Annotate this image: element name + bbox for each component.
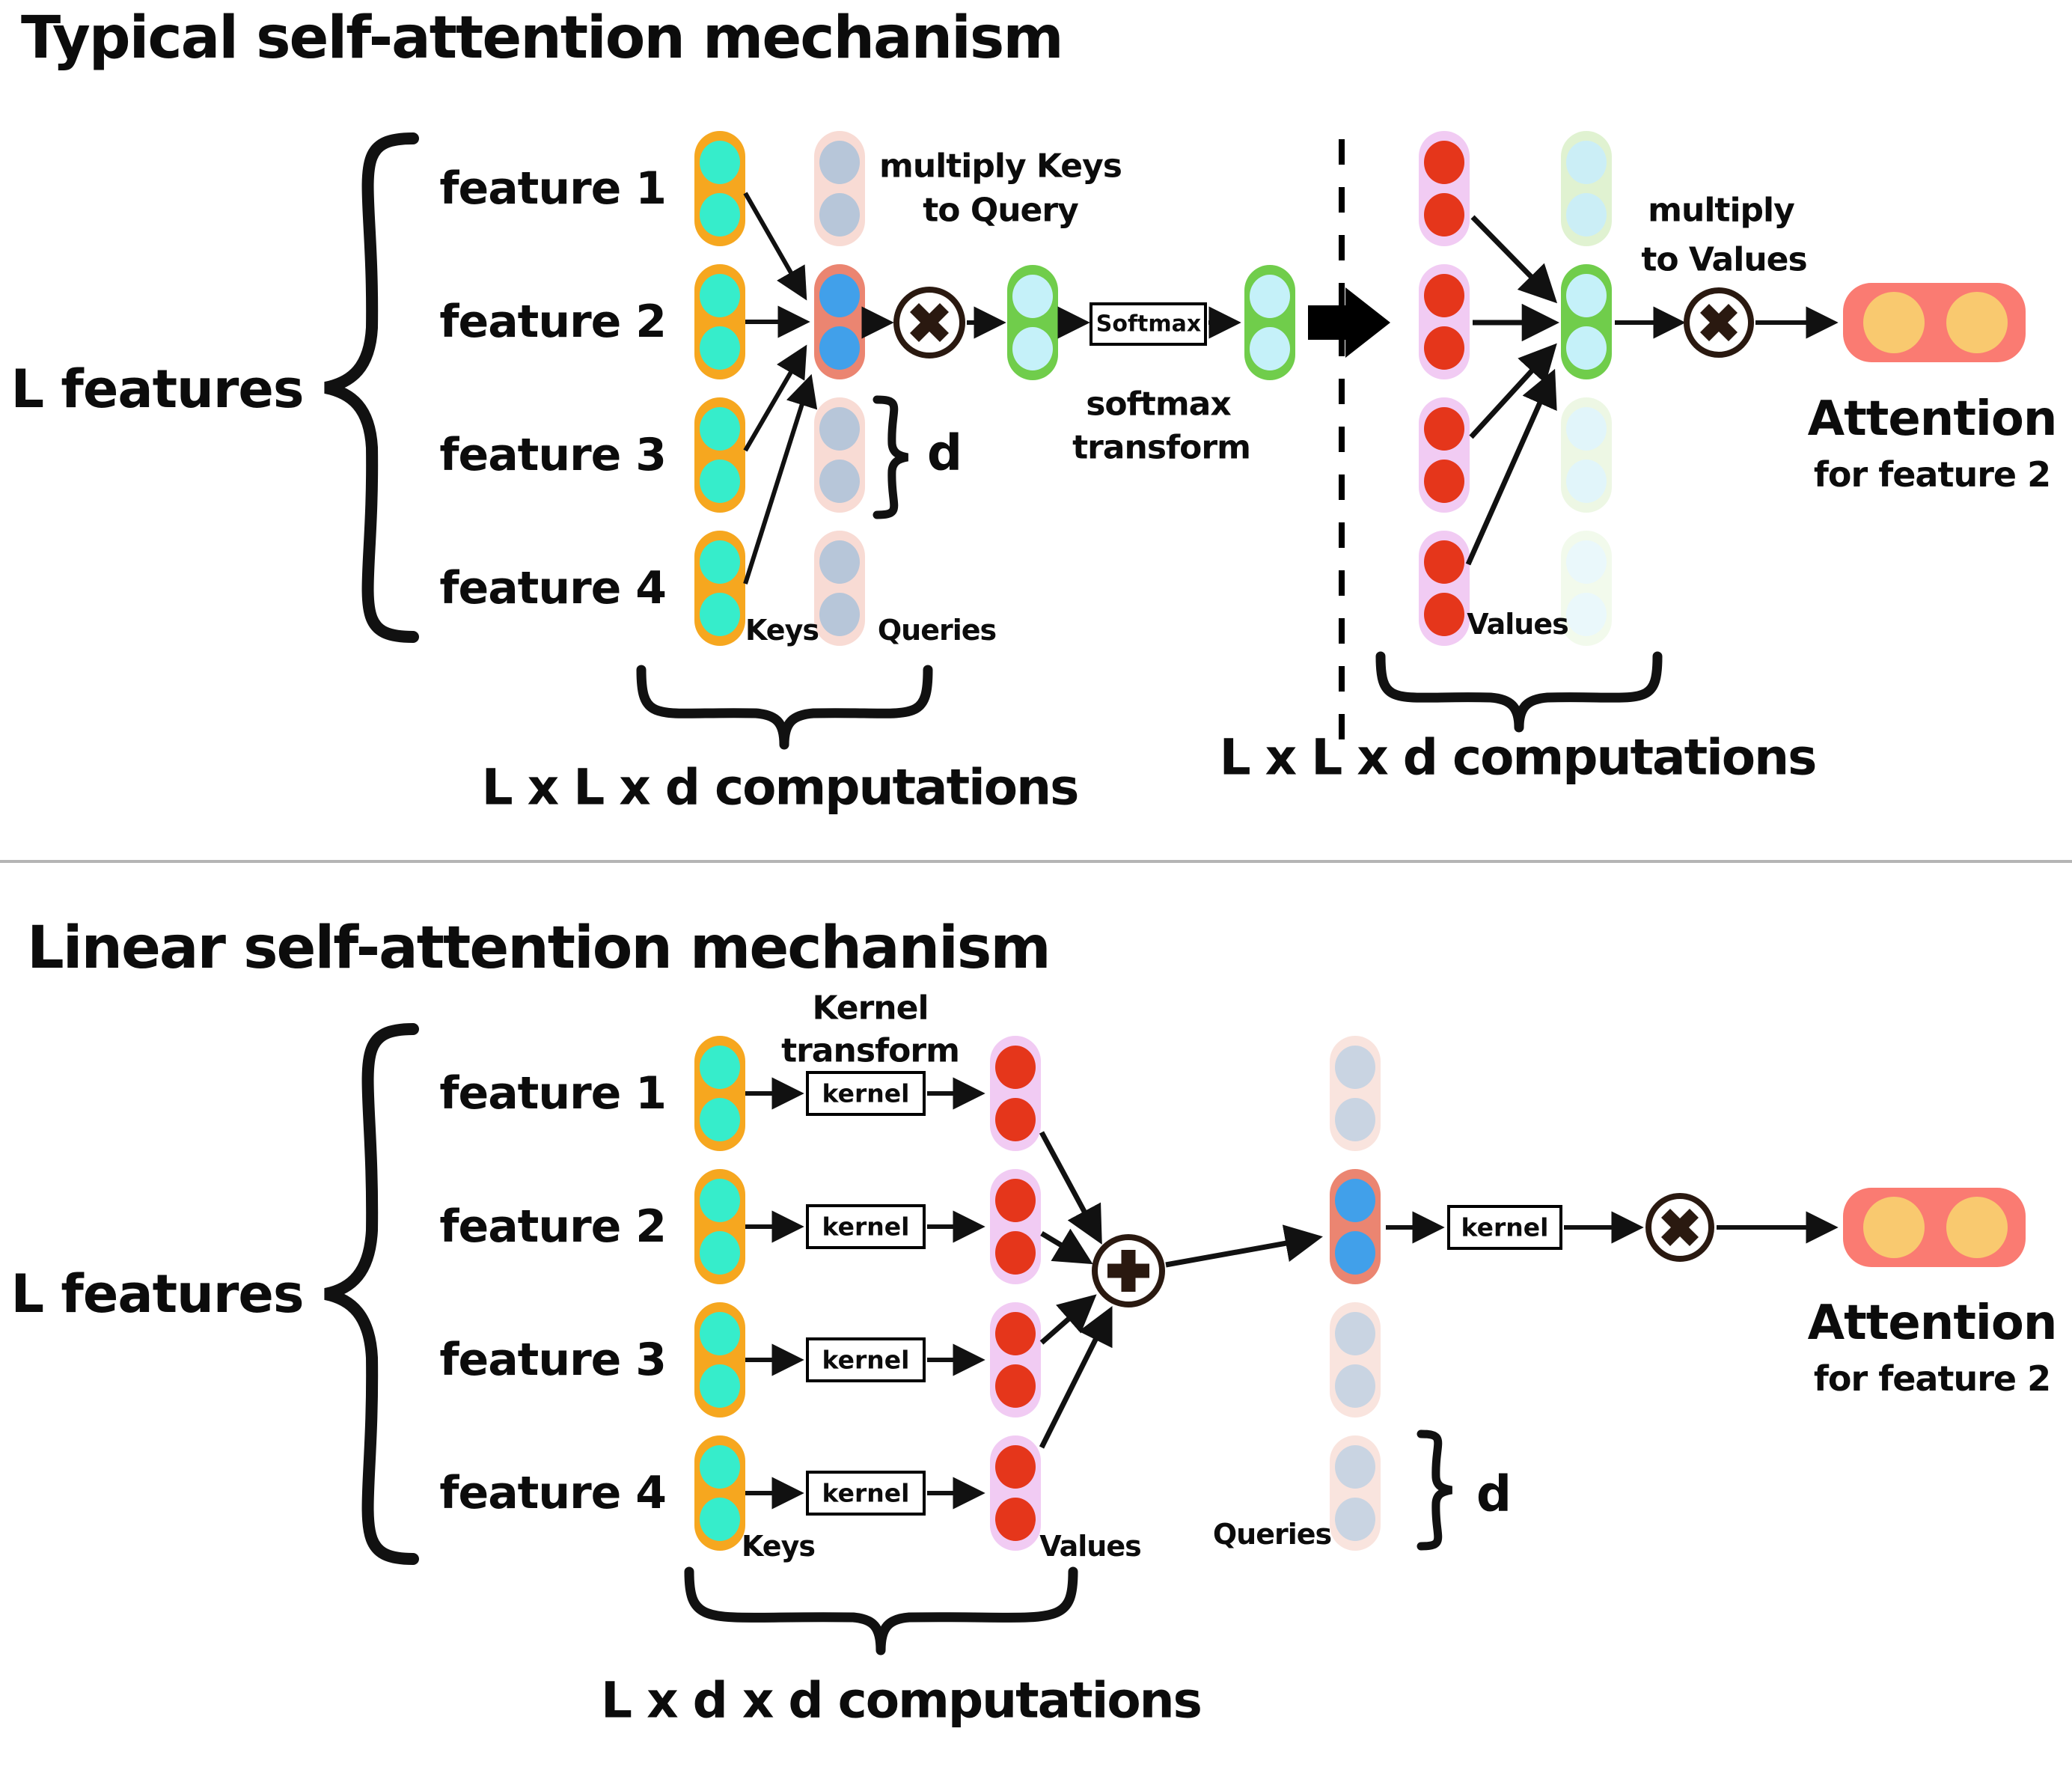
stage-transition-arrow-icon — [1308, 287, 1390, 358]
bottom-d-brace — [1417, 1429, 1452, 1551]
bottom-queries-column — [1330, 1036, 1381, 1551]
multiply-keys-caption-line1: multiply Keys — [879, 147, 1122, 186]
bottom-queries-column-label: Queries — [1212, 1518, 1332, 1551]
multiply-keys-caption-line2: to Query — [923, 191, 1079, 230]
bottom-d-dimension-label: d — [1476, 1465, 1512, 1523]
top-weights-pill — [1244, 265, 1295, 380]
top-panel-title: Typical self-attention mechanism — [21, 4, 1064, 72]
bottom-query-feature-2-highlight — [1330, 1169, 1381, 1284]
top-feature-2-label: feature 2 — [439, 296, 667, 348]
bottom-keys-column — [694, 1036, 745, 1551]
kernel-box-label: kernel — [822, 1078, 910, 1108]
bottom-computations-label: L x d x d computations — [601, 1671, 1202, 1730]
kernel-box-label: kernel — [822, 1345, 910, 1375]
top-right-computations-label: L x L x d computations — [1219, 728, 1818, 787]
top-keys-to-query-arrows — [743, 192, 818, 585]
top-weighted-values-column — [1561, 131, 1612, 646]
softmax-caption-line1: softmax — [1086, 385, 1232, 424]
panel-divider — [0, 860, 2072, 863]
bottom-values-column-label: Values — [1039, 1530, 1141, 1563]
bottom-values-to-sum-arrows — [1039, 1131, 1113, 1449]
top-attention-pill — [1843, 283, 2026, 362]
kernel-box — [806, 1471, 926, 1516]
kernel-box — [806, 1204, 926, 1249]
bottom-computations-brace — [684, 1566, 1078, 1656]
top-queries-column-label: Queries — [877, 614, 997, 647]
bottom-l-features-brace — [324, 1023, 419, 1565]
top-scores-pill — [1007, 265, 1058, 380]
bottom-panel-title: Linear self-attention mechanism — [27, 915, 1051, 982]
kernel-box — [1447, 1205, 1562, 1250]
kernel-box-label: kernel — [1461, 1212, 1549, 1242]
sum-operator-icon — [1092, 1234, 1165, 1307]
top-feature-1-label: feature 1 — [439, 162, 667, 215]
softmax-box — [1090, 302, 1207, 346]
top-values-column-label: Values — [1467, 608, 1568, 641]
kernel-box-label: kernel — [822, 1212, 910, 1242]
bottom-feature-4-label: feature 4 — [439, 1467, 667, 1519]
top-attention-subtitle: for feature 2 — [1813, 454, 2051, 495]
bottom-attention-subtitle: for feature 2 — [1813, 1358, 2051, 1399]
top-l-features-brace — [324, 132, 419, 643]
multiply-values-caption-line2: to Values — [1641, 240, 1807, 279]
top-keys-column — [694, 131, 745, 646]
bottom-kernel-row-group — [745, 1071, 985, 1516]
kernel-box — [806, 1337, 926, 1382]
bottom-feature-2-label: feature 2 — [439, 1200, 667, 1253]
top-queries-column — [814, 131, 865, 646]
softmax-box-label: Softmax — [1095, 311, 1202, 338]
top-values-column — [1419, 131, 1470, 646]
multiply-operator-icon — [1645, 1193, 1714, 1262]
bottom-keys-column-label: Keys — [742, 1530, 816, 1563]
top-feature-4-label: feature 4 — [439, 562, 667, 614]
top-values-to-output-arrows — [1465, 215, 1560, 566]
multiply-operator-icon — [1684, 287, 1754, 358]
top-d-dimension-label: d — [926, 424, 962, 482]
kernel-transform-caption-line1: Kernel — [812, 989, 929, 1028]
bottom-attention-pill — [1843, 1188, 2026, 1267]
top-right-computations-brace — [1375, 651, 1663, 733]
top-feature-3-label: feature 3 — [439, 429, 667, 481]
softmax-caption-line2: transform — [1072, 428, 1251, 467]
bottom-sum-to-query-arrow — [1165, 1224, 1323, 1268]
bottom-l-features-label: L features — [10, 1263, 304, 1325]
bottom-attention-title: Attention — [1807, 1296, 2058, 1351]
bottom-feature-3-label: feature 3 — [439, 1334, 667, 1386]
top-query-feature-2-highlight — [814, 264, 865, 379]
top-d-brace — [872, 395, 909, 519]
bottom-values-column — [990, 1036, 1041, 1551]
multiply-values-caption-line1: multiply — [1648, 191, 1795, 230]
top-left-computations-label: L x L x d computations — [481, 758, 1080, 817]
multiply-operator-icon — [893, 287, 965, 358]
kernel-box-label: kernel — [822, 1478, 910, 1508]
top-left-computations-brace — [636, 665, 933, 750]
top-l-features-label: L features — [10, 358, 304, 420]
kernel-box — [806, 1071, 926, 1116]
bottom-feature-1-label: feature 1 — [439, 1067, 667, 1120]
top-weighted-value-feature-2 — [1561, 264, 1612, 379]
kernel-transform-caption-line2: transform — [781, 1031, 960, 1070]
top-keys-column-label: Keys — [745, 614, 819, 647]
top-attention-title: Attention — [1807, 391, 2058, 447]
